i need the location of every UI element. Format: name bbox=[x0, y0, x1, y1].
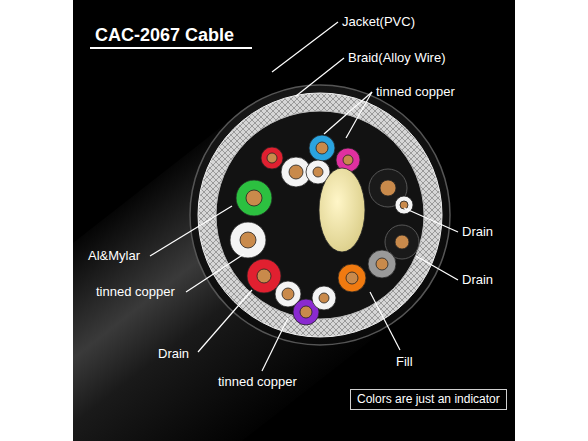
jacket-face bbox=[190, 85, 450, 345]
part-label: tinned copper bbox=[376, 84, 455, 100]
inner-core bbox=[216, 111, 424, 319]
part-label: Drain bbox=[158, 346, 189, 362]
leader-line bbox=[272, 22, 338, 72]
note-box: Colors are just an indicator bbox=[350, 389, 507, 410]
leader-line bbox=[346, 92, 372, 138]
part-label: Al&Mylar bbox=[88, 248, 140, 264]
part-label: Drain bbox=[462, 224, 493, 240]
part-label: tinned copper bbox=[218, 374, 297, 390]
leader-line bbox=[296, 58, 344, 96]
leader-line bbox=[262, 318, 288, 371]
note-text: Colors are just an indicator bbox=[357, 392, 500, 407]
braid-ring bbox=[198, 93, 442, 337]
leader-line bbox=[404, 208, 458, 232]
part-label: Drain bbox=[462, 272, 493, 288]
leader-line bbox=[150, 206, 232, 256]
fill-rod bbox=[319, 168, 365, 252]
diagram-title: CAC-2067 Cable bbox=[95, 24, 234, 46]
leader-line bbox=[186, 254, 244, 292]
wires bbox=[230, 135, 419, 325]
title-underline bbox=[90, 47, 252, 49]
leader-line bbox=[324, 92, 372, 134]
part-label: Fill bbox=[396, 354, 413, 370]
leader-line bbox=[370, 292, 400, 350]
part-label: tinned copper bbox=[96, 284, 175, 300]
part-label: Braid(Alloy Wire) bbox=[348, 50, 446, 66]
leader-line bbox=[198, 290, 252, 352]
part-label: Jacket(PVC) bbox=[342, 14, 415, 30]
cable bbox=[73, 85, 450, 441]
leader-line bbox=[416, 256, 458, 280]
